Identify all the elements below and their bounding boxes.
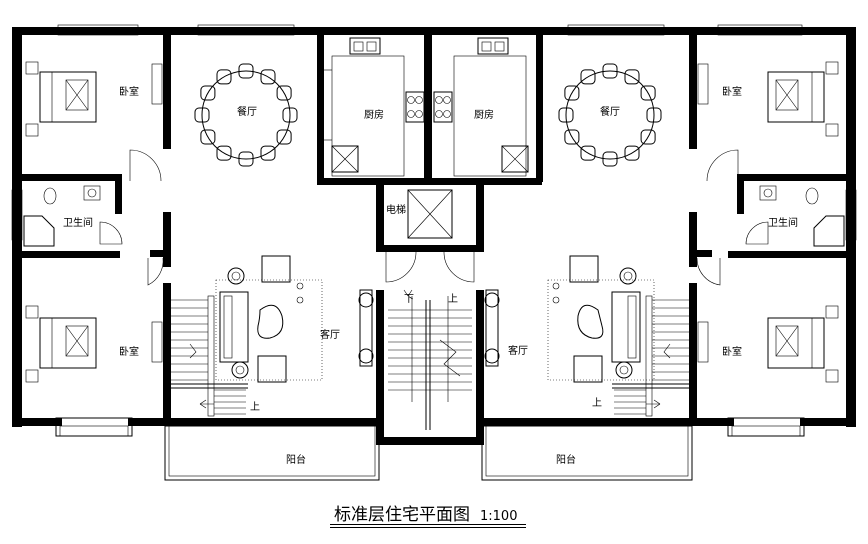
label-living-right: 客厅 — [508, 344, 528, 357]
dining-chair — [260, 69, 276, 85]
dining-chair — [260, 145, 276, 161]
dining-chair — [580, 145, 596, 161]
stair-right — [612, 295, 689, 417]
room-labels: 卧室 餐厅 厨房 厨房 餐厅 卧室 卫生间 电梯 卫生间 卧室 客厅 客厅 卧室… — [63, 85, 798, 466]
plan-scale: 1:100 — [480, 509, 518, 524]
bed-left-top — [25, 61, 97, 137]
label-bedroom-right-bottom: 卧室 — [722, 345, 742, 358]
bed-left-bottom — [25, 305, 97, 383]
dining-chair — [558, 107, 574, 123]
dining-chair — [216, 69, 232, 85]
plan-title: 标准层住宅平面图 1:100 — [334, 500, 517, 525]
title-underline — [330, 524, 526, 528]
living-right-furniture — [484, 255, 655, 383]
label-stair-down: 下 — [404, 294, 414, 305]
dining-chair — [640, 129, 656, 145]
label-bathroom-left: 卫生间 — [63, 216, 93, 229]
balconies — [164, 425, 693, 481]
label-bedroom-right-top: 卧室 — [722, 85, 742, 98]
label-stair-up-right: 上 — [592, 397, 602, 409]
label-living-left: 客厅 — [320, 328, 340, 341]
plan-title-text: 标准层住宅平面图 — [334, 505, 470, 525]
dining-chair — [564, 129, 580, 145]
doors — [99, 149, 769, 286]
label-dining-right: 餐厅 — [600, 105, 620, 118]
windows — [11, 24, 857, 437]
label-elevator: 电梯 — [386, 203, 406, 216]
label-kitchen-right: 厨房 — [474, 108, 494, 121]
label-balcony-left: 阳台 — [286, 453, 306, 466]
bed-right-bottom — [767, 305, 839, 383]
bed-right-top — [767, 61, 839, 137]
dining-chair — [282, 107, 298, 123]
dining-chair — [238, 151, 254, 167]
dining-chair — [238, 63, 254, 79]
desks — [151, 63, 709, 363]
stair-core — [388, 289, 472, 430]
dining-table-right — [558, 63, 662, 167]
dining-chair — [194, 107, 210, 123]
dining-chair — [200, 129, 216, 145]
dining-chair — [624, 69, 640, 85]
dining-chair — [646, 107, 662, 123]
label-dining-left: 餐厅 — [237, 105, 257, 118]
dining-chair — [276, 85, 292, 101]
living-left-furniture — [215, 255, 374, 383]
dining-chair — [580, 69, 596, 85]
label-kitchen-left: 厨房 — [364, 108, 384, 121]
dining-chair — [200, 85, 216, 101]
kitchen-right-fixtures — [433, 37, 529, 177]
label-balcony-right: 阳台 — [556, 453, 576, 466]
dining-table-left — [194, 63, 298, 167]
floor-plan: 卧室 餐厅 厨房 厨房 餐厅 卧室 卫生间 电梯 卫生间 卧室 客厅 客厅 卧室… — [11, 24, 857, 481]
stair-left — [171, 295, 248, 417]
bathroom-left-fixtures — [23, 185, 101, 247]
dining-chair — [602, 151, 618, 167]
elevator-car — [407, 189, 453, 239]
dining-chair — [564, 85, 580, 101]
label-bathroom-right: 卫生间 — [768, 216, 798, 229]
kitchen-left-fixtures — [324, 37, 425, 177]
label-bedroom-left-bottom: 卧室 — [119, 345, 139, 358]
dining-chair — [602, 63, 618, 79]
dining-chair — [276, 129, 292, 145]
label-stair-up-left: 上 — [250, 401, 260, 413]
dining-chair — [624, 145, 640, 161]
bathroom-right-fixtures — [759, 185, 845, 247]
dining-chair — [640, 85, 656, 101]
label-bedroom-left-top: 卧室 — [119, 85, 139, 98]
dining-chair — [216, 145, 232, 161]
label-stair-up-core: 上 — [448, 293, 458, 305]
